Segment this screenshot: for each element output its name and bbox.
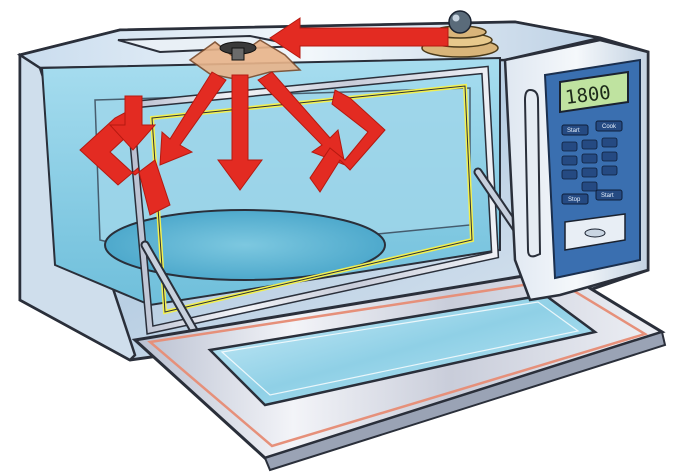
lcd-display <box>559 70 629 114</box>
wave-arrow-right-down <box>257 71 346 166</box>
stop-button[interactable] <box>561 193 589 205</box>
wave-arrow-left-down <box>159 71 227 166</box>
wave-arrow-left-bounce <box>79 109 171 216</box>
stirrer-fan-icon <box>188 39 302 81</box>
bottom-function-buttons: Stop Start <box>561 189 623 205</box>
turntable-icon <box>104 209 386 281</box>
start-bottom-button[interactable] <box>595 189 623 201</box>
door-handle <box>523 88 542 258</box>
top-function-buttons: Start Cook <box>561 120 623 136</box>
wave-arrow-right-bounce <box>309 89 386 193</box>
keypad-key[interactable] <box>581 139 598 150</box>
start-bottom-label: Start <box>601 193 614 199</box>
control-panel: 1800 Start Cook Stop Start <box>503 38 650 302</box>
microwave-path-arrows <box>79 17 449 216</box>
keypad-key[interactable] <box>601 165 618 176</box>
door-window <box>207 293 598 407</box>
door-frame <box>125 65 500 335</box>
keypad-key[interactable] <box>581 181 598 192</box>
keypad <box>561 137 618 192</box>
keypad-key[interactable] <box>601 151 618 162</box>
keypad-key[interactable] <box>561 169 578 180</box>
wave-arrow-left-up <box>108 95 157 151</box>
start-top-label: Start <box>567 128 580 134</box>
cook-label: Cook <box>602 124 617 130</box>
keypad-key[interactable] <box>581 167 598 178</box>
wave-arrow-center-down <box>217 74 263 191</box>
wave-arrow-top <box>269 17 449 59</box>
keypad-key[interactable] <box>561 155 578 166</box>
stop-label: Stop <box>568 197 581 203</box>
cook-button[interactable] <box>595 120 623 132</box>
keypad-key[interactable] <box>581 153 598 164</box>
keypad-key[interactable] <box>601 137 618 148</box>
open-door <box>131 268 667 472</box>
start-top-button[interactable] <box>561 124 589 136</box>
keypad-key[interactable] <box>561 141 578 152</box>
